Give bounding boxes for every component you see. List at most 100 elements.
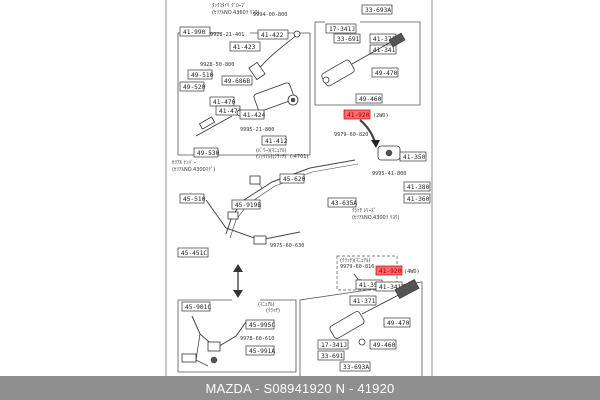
label-49-460: 49-460 [359,96,382,103]
label-box-41-412 [261,135,287,146]
note-center-3: (-4701) [290,154,308,160]
label-41-422: 41-422 [261,32,284,39]
slave-cylinder-frame-2wd [314,21,421,106]
label-41-412: 41-412 [265,138,288,145]
tag-2wd: (2WD) [373,113,389,119]
label-45-620: 45-620 [283,176,306,183]
label-box-41-990 [179,26,211,37]
label-box-45-995c [245,319,275,330]
small-box-note-2: (ﾏﾆｭｱﾙ) [258,302,274,308]
label-box-41-350 [399,151,427,162]
slave-cylinder-4wd [329,311,365,339]
label-box-43-635a [327,197,357,208]
label-41-380: 41-380 [407,184,430,191]
parts-diagram: ﾀｯｸｽﾀｲﾘ ｸﾞﾛｰﾌﾞ (ｾﾘｱﾙNO.4360ｦ ﾘﾖｳ) 41-990… [165,0,433,376]
label-box-45-919b [231,199,261,210]
brake-pipe [205,199,301,241]
label-9979-60-816: 9979-60-816 [340,264,374,270]
clutch-pipe-parallel [229,163,359,239]
label-9995-41-800: 9995-41-800 [372,171,406,177]
label-33-693a: 33-693A [365,7,391,14]
label-41-990: 41-990 [183,29,206,36]
note-left-mid: ｾﾘｱﾙ ﾅﾝﾊﾞｰ [172,159,197,166]
label-49-530: 49-530 [197,150,220,157]
label-41-470: 41-470 [213,99,236,106]
pipe-clip-1 [249,175,261,185]
label-box-41-424 [239,109,265,120]
label-41-360: 41-360 [407,196,430,203]
hose-bracket [207,341,221,352]
part-number-caption: MAZDA - S08941920 N - 41920 [205,380,395,396]
label-box-49-686b [221,75,253,86]
label-43-635a: 43-635A [331,200,357,207]
small-box-note: (ｸﾗｯﾁ)(ﾏﾆｭｱﾙ) [340,258,370,264]
master-cylinder-frame [177,32,311,156]
label-33-693a-4wd: 33-693A [343,364,369,371]
note-center: (ﾊﾟﾜｰ)(ﾏﾆｭｱﾙ) [256,147,286,154]
label-box-41-423 [229,41,261,52]
label-17-341j-4wd: 17-341J [321,342,347,349]
label-box-41-360 [403,193,431,204]
pushrod-boot [198,116,216,130]
bleeder-4wd-icon [358,338,366,346]
label-box-49-460b [369,339,397,350]
label-9978-60-610: 9978-60-610 [240,336,274,342]
label-45-919b: 45-919B [235,202,261,209]
label-41-424: 41-424 [243,112,266,119]
caption-bar: MAZDA - S08941920 N - 41920 [0,376,600,400]
union-bolt-icon [385,149,393,157]
label-41-920-4wd: 41-920 [379,268,402,275]
pushrod [195,115,233,137]
hose-nut-icon [210,356,218,364]
label-box-45-991a [245,345,275,356]
label-45-901c: 45-901C [185,304,211,311]
label-45-451c: 45-451C [181,250,207,257]
label-box-33-691 [333,33,361,44]
label-box-45-510 [179,193,205,204]
pipe-detail-frame [177,299,297,373]
hose-clip-icon [293,30,301,38]
arrow-head-2wd [371,140,380,148]
label-box-45-451c [177,247,209,258]
label-9975-60-630: 9975-60-630 [270,243,304,249]
label-45-991a: 45-991A [249,348,275,355]
note-right-2: (ｾﾘｱﾙNO.4300ｦ ﾘﾖｳ) [352,215,399,221]
label-9995-21-800: 9995-21-800 [240,127,274,133]
label-box-41-920-4wd-highlight [375,265,403,276]
note-top-sub: (ｾﾘｱﾙNO.4360ｦ ﾘﾖｳ) [212,10,259,16]
small-box-note-3: (ｸﾗｯﾁ) [266,308,280,314]
label-9979-60-820: 9979-60-820 [334,132,368,138]
pipe-clip-2 [253,235,267,245]
label-45-995c: 45-995C [249,322,275,329]
arrow-up-icon [233,264,243,272]
label-box-45-901c [181,301,211,312]
label-box-49-470 [371,67,399,78]
label-box-49-460 [355,93,383,104]
label-41-920: 41-920 [347,112,370,119]
arrow-2wd [359,119,377,143]
label-41-341: 41-341 [373,47,396,54]
label-45-510: 45-510 [183,196,206,203]
label-49-686b: 49-686B [224,78,250,85]
pipe-clip-3 [181,353,197,363]
label-box-41-371b [349,295,377,306]
master-cylinder-body [253,82,295,112]
label-41-471: 41-471 [219,108,242,115]
label-box-41-920-highlight [343,109,371,120]
pipe-bracket-icon [227,211,239,220]
label-41-423: 41-423 [233,44,256,51]
bleeder-icon [322,76,330,84]
label-49-520: 49-520 [183,84,206,91]
label-box-17-341j [325,23,357,34]
label-box-45-620 [279,173,305,184]
slave-cylinder-frame-4wd [299,281,423,376]
label-9928-21-401: 9928-21-401 [210,32,244,38]
label-17-341j: 17-341J [329,26,355,33]
label-box-33-693a [361,4,393,15]
label-49-470: 49-470 [375,70,398,77]
label-box-49-470b [383,317,411,328]
port-bolt-icon [290,97,296,103]
note-top: ﾀｯｸｽﾀｲﾘ ｸﾞﾛｰﾌﾞ [212,2,246,9]
note-center-2: (ﾌｧｲﾅﾙ)(ｸﾗｯﾁ) [256,154,286,160]
label-box-49-520 [179,81,205,92]
